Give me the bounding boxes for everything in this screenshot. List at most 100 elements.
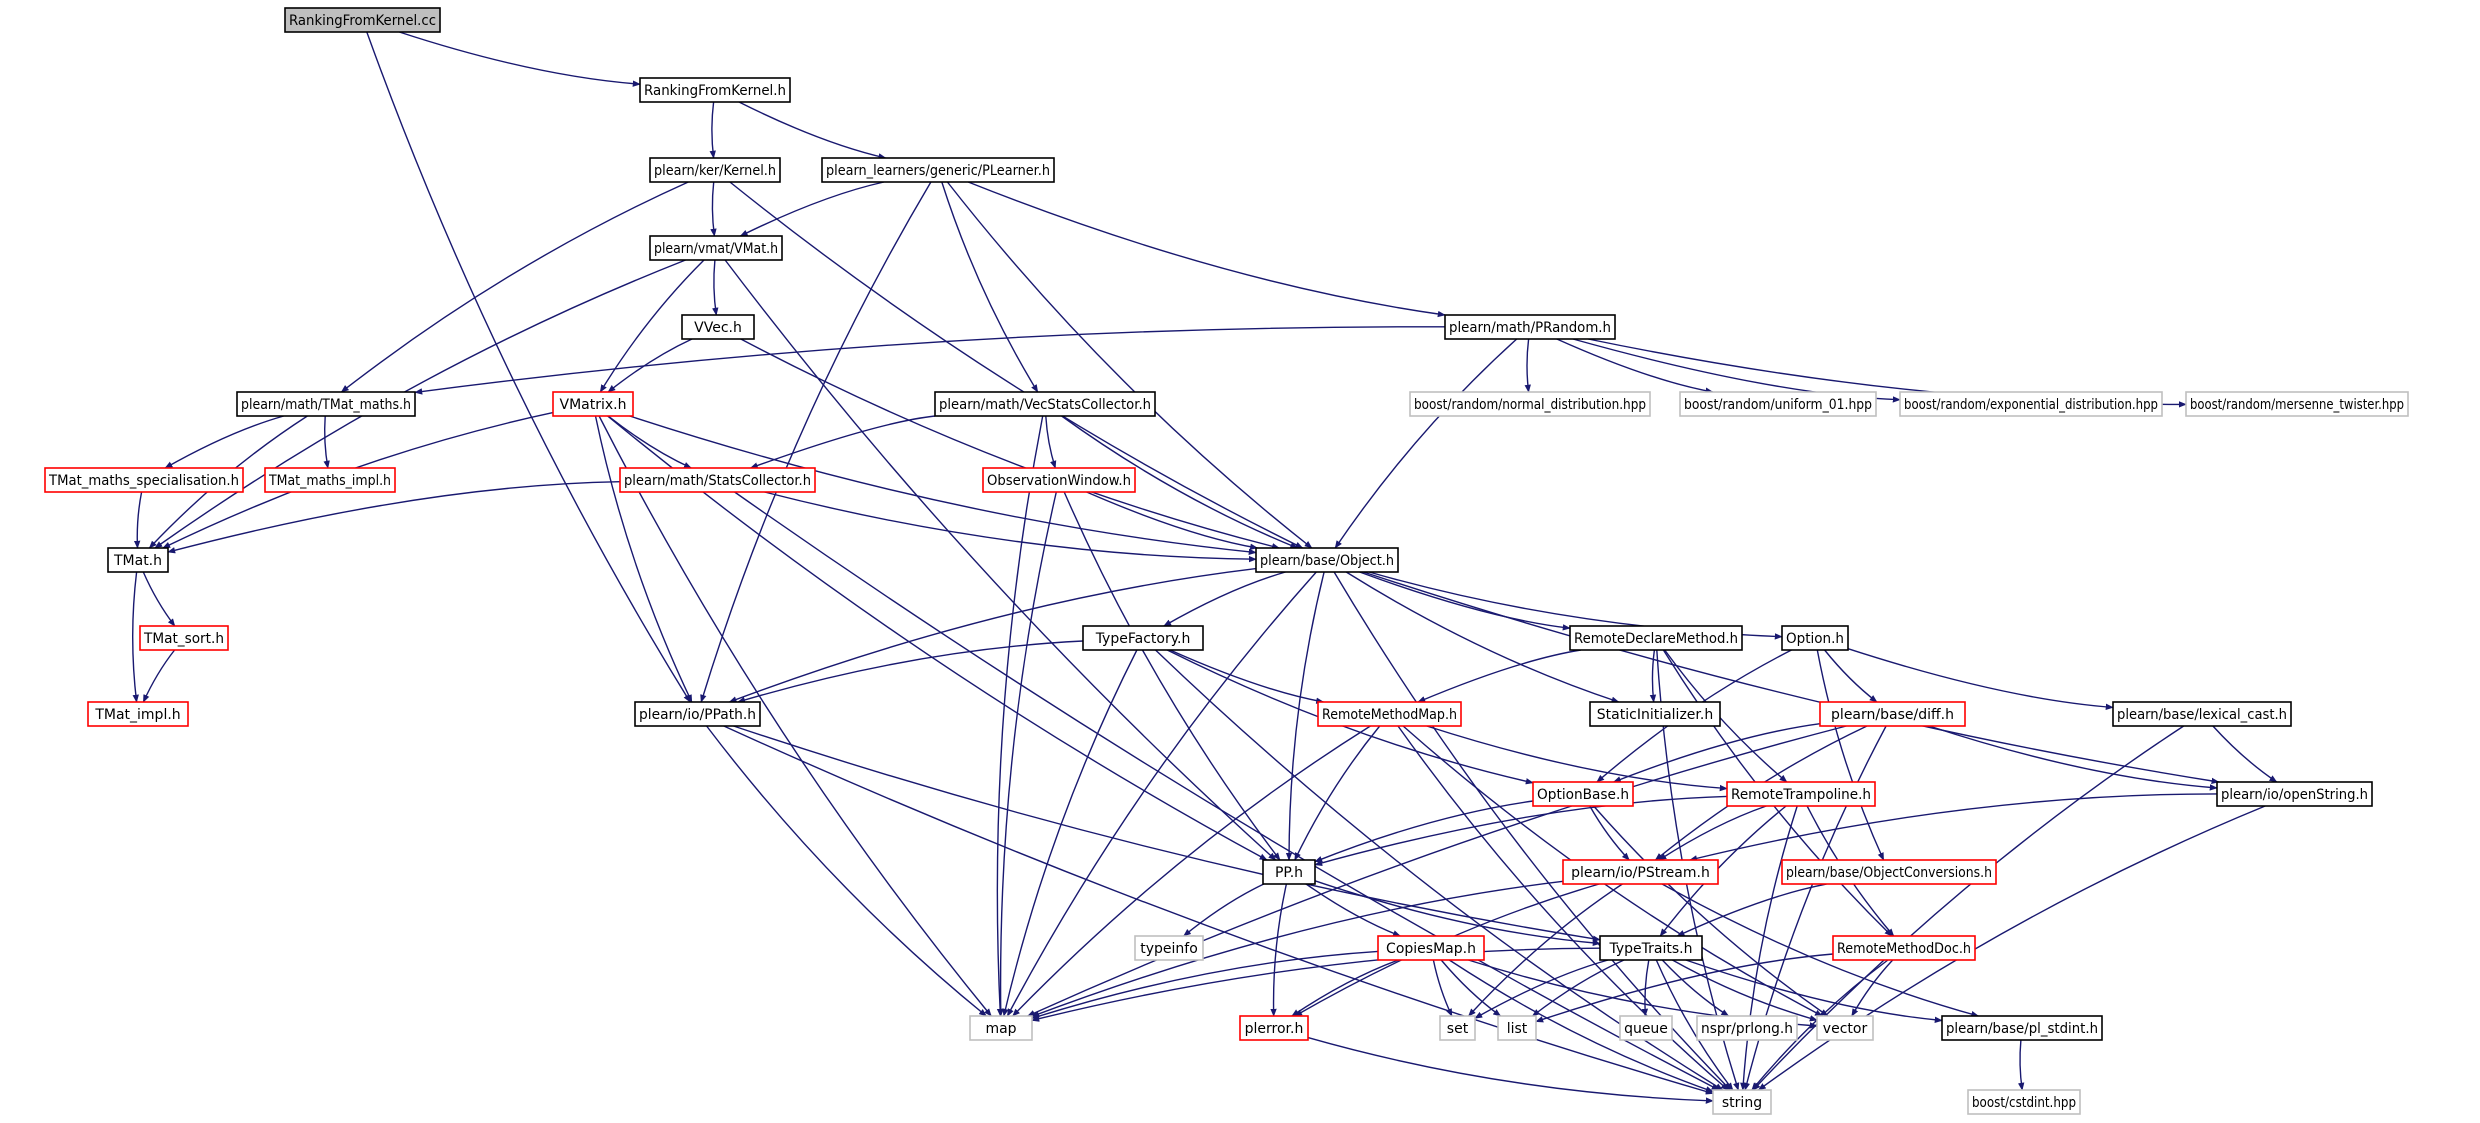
edge-object-to-pp <box>1285 571 1325 861</box>
node-tmatsort[interactable]: TMat_sort.h <box>139 625 229 651</box>
edge-remotemap-to-map <box>1012 725 1371 1017</box>
edge-remotetramp-to-pstream <box>1658 805 1767 861</box>
node-openstring[interactable]: plearn/io/openString.h <box>2216 781 2373 807</box>
edge-typetraits-to-set <box>1474 959 1609 1019</box>
node-box <box>1589 701 1721 727</box>
edge-statscoll-to-tmat <box>167 481 621 554</box>
node-set: set <box>1439 1015 1476 1041</box>
node-label: boost/cstdint.hpp <box>1972 1095 2076 1111</box>
edge-layer <box>132 31 2278 1104</box>
edge-prandom-to-object <box>1334 338 1518 549</box>
node-queue: queue <box>1619 1015 1673 1041</box>
node-box <box>1781 859 1997 885</box>
node-plearner[interactable]: plearn_learners/generic/PLearner.h <box>821 157 1055 183</box>
node-remotedecl[interactable]: RemoteDeclareMethod.h <box>1569 625 1743 651</box>
edge-object-to-openstring <box>1363 571 2220 785</box>
node-option[interactable]: Option.h <box>1781 625 1849 651</box>
node-obswin[interactable]: ObservationWindow.h <box>982 467 1136 493</box>
edge-remotedoc-to-vector <box>1851 959 1894 1017</box>
node-label: RankingFromKernel.cc <box>289 13 436 29</box>
node-typefactory[interactable]: TypeFactory.h <box>1082 625 1204 651</box>
edge-remotedecl-to-staticinit <box>1649 649 1657 703</box>
node-pstream[interactable]: plearn/io/PStream.h <box>1562 859 1719 885</box>
node-vvec[interactable]: VVec.h <box>681 314 755 340</box>
node-statscoll[interactable]: plearn/math/StatsCollector.h <box>619 467 816 493</box>
node-label: TMat_sort.h <box>143 631 224 647</box>
edge-pp-to-plerror <box>1270 883 1288 1017</box>
edge-remotemap-to-string <box>1397 725 1729 1091</box>
edge-ppath-to-map <box>706 725 987 1017</box>
node-label: plearn/base/diff.h <box>1831 707 1954 723</box>
node-box <box>1569 625 1743 651</box>
node-vmat[interactable]: plearn/vmat/VMat.h <box>649 235 783 261</box>
edge-vmat-to-pp <box>724 259 1277 861</box>
edge-kernel-to-object <box>729 181 1304 549</box>
node-label: boost/random/uniform_01.hpp <box>1684 397 1872 413</box>
node-kernel[interactable]: plearn/ker/Kernel.h <box>649 157 781 183</box>
edge-pp-to-typeinfo <box>1183 883 1265 937</box>
node-box <box>1444 314 1616 340</box>
node-box <box>1696 1015 1798 1041</box>
node-plstdint[interactable]: plearn/base/pl_stdint.h <box>1941 1015 2103 1041</box>
edge-obswin-to-object <box>1086 491 1259 550</box>
node-map: map <box>969 1015 1033 1041</box>
edge-rfk_cc-to-rfk_h <box>399 31 641 87</box>
node-label: VMatrix.h <box>560 397 627 413</box>
node-tmatimpl[interactable]: TMat_impl.h <box>87 701 189 727</box>
edge-diff-to-optionbase <box>1612 723 1821 783</box>
node-typetraits[interactable]: TypeTraits.h <box>1599 935 1703 961</box>
node-box <box>1255 547 1399 573</box>
node-label: boost/random/mersenne_twister.hpp <box>2190 397 2404 413</box>
node-vmatrix[interactable]: VMatrix.h <box>552 391 634 417</box>
node-label: plearn/math/PRandom.h <box>1449 320 1611 336</box>
edge-plearner-to-vecstats <box>941 181 1039 393</box>
node-rfk_h[interactable]: RankingFromKernel.h <box>639 77 791 103</box>
node-object[interactable]: plearn/base/Object.h <box>1255 547 1399 573</box>
node-ppath[interactable]: plearn/io/PPath.h <box>634 701 761 727</box>
node-prandom[interactable]: plearn/math/PRandom.h <box>1444 314 1616 340</box>
node-remotemap[interactable]: RemoteMethodMap.h <box>1317 701 1462 727</box>
edge-tmatmaths-to-tmatspec <box>164 415 284 469</box>
node-remotedoc[interactable]: RemoteMethodDoc.h <box>1832 935 1976 961</box>
node-label: nspr/prlong.h <box>1701 1021 1793 1037</box>
edge-object-to-remotedecl <box>1359 571 1571 631</box>
node-tmatmaths[interactable]: plearn/math/TMat_maths.h <box>236 391 416 417</box>
edge-prandom-to-expdist <box>1572 338 1901 403</box>
node-rfk_cc[interactable]: RankingFromKernel.cc <box>284 7 441 33</box>
node-remotetramp[interactable]: RemoteTrampoline.h <box>1726 781 1876 807</box>
node-label: plearn/math/VecStatsCollector.h <box>939 397 1151 413</box>
node-list: list <box>1497 1015 1537 1041</box>
node-copiesmap[interactable]: CopiesMap.h <box>1377 935 1485 961</box>
node-tmatimpl_m[interactable]: TMat_maths_impl.h <box>264 467 396 493</box>
node-label: Option.h <box>1786 631 1844 647</box>
node-box <box>619 467 816 493</box>
node-lexcast[interactable]: plearn/base/lexical_cast.h <box>2112 701 2292 727</box>
edge-remotemap-to-remotetramp <box>1426 725 1728 792</box>
node-diff[interactable]: plearn/base/diff.h <box>1819 701 1966 727</box>
node-box <box>1082 625 1204 651</box>
edge-optionbase-to-vector <box>1593 805 1829 1017</box>
node-staticinit[interactable]: StaticInitializer.h <box>1589 701 1721 727</box>
node-tmatspec[interactable]: TMat_maths_specialisation.h <box>44 467 244 493</box>
node-plerror[interactable]: plerror.h <box>1239 1015 1309 1041</box>
node-box <box>1967 1089 2081 1115</box>
node-objconv[interactable]: plearn/base/ObjectConversions.h <box>1781 859 1997 885</box>
node-label: RankingFromKernel.h <box>644 83 786 99</box>
node-box <box>1941 1015 2103 1041</box>
node-optionbase[interactable]: OptionBase.h <box>1532 781 1634 807</box>
node-vector: vector <box>1816 1015 1874 1041</box>
edge-vvec-to-vmatrix <box>607 338 693 393</box>
edge-kernel-to-vmat <box>710 181 717 237</box>
edge-object-to-staticinit <box>1345 571 1620 703</box>
node-tmat[interactable]: TMat.h <box>107 547 169 573</box>
edge-typefactory-to-remotemap <box>1169 649 1325 704</box>
edge-kernel-to-tmatmaths <box>340 181 689 393</box>
node-label: CopiesMap.h <box>1386 941 1476 957</box>
node-label: typeinfo <box>1140 941 1198 957</box>
node-label: plearn/math/TMat_maths.h <box>241 397 411 413</box>
node-label: plearn/base/pl_stdint.h <box>1946 1021 2098 1037</box>
node-vecstats[interactable]: plearn/math/VecStatsCollector.h <box>934 391 1156 417</box>
node-pp[interactable]: PP.h <box>1262 859 1316 885</box>
node-box <box>1409 391 1651 417</box>
